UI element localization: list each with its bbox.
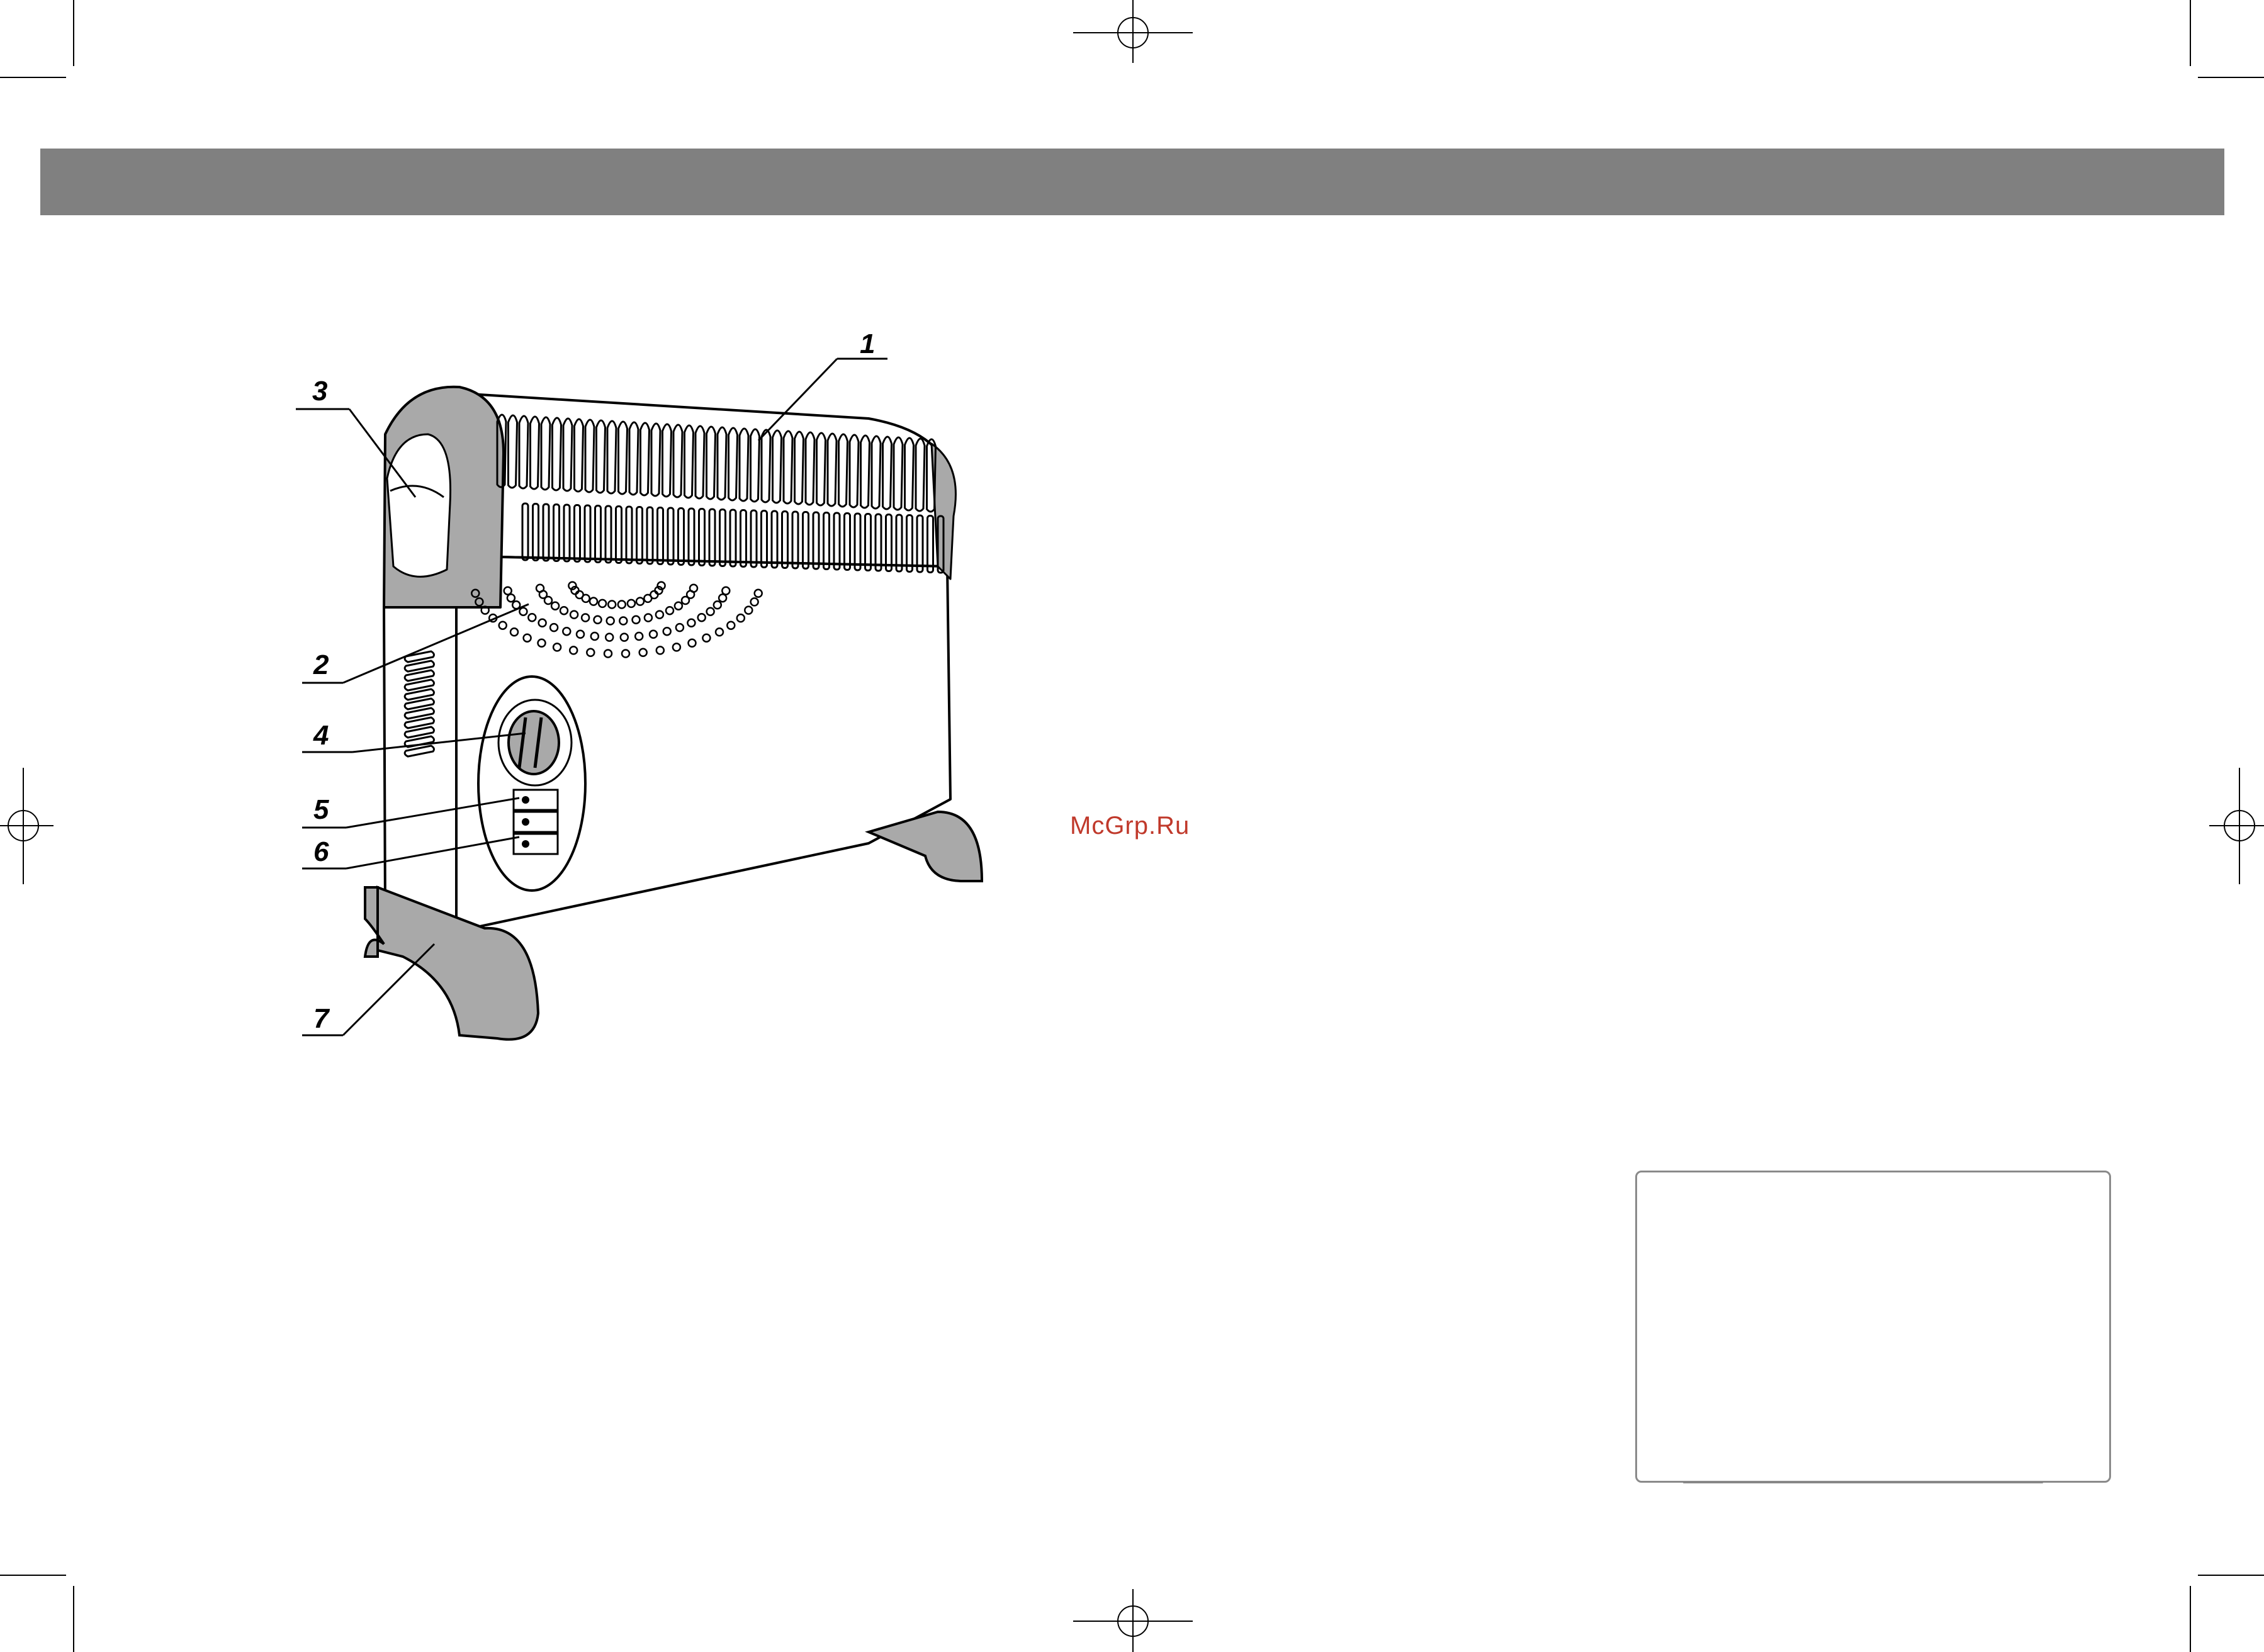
registration-mark-icon bbox=[1073, 0, 1193, 63]
callout-label-2: 2 bbox=[313, 651, 329, 679]
callout-label-7: 7 bbox=[313, 1005, 329, 1033]
registration-mark-icon bbox=[0, 768, 54, 884]
callout-label-6: 6 bbox=[313, 838, 329, 866]
watermark: McGrp.Ru bbox=[1070, 812, 1190, 840]
callout-label-1: 1 bbox=[860, 330, 875, 358]
registration-mark-icon bbox=[2209, 768, 2264, 884]
registration-mark-icon bbox=[1073, 1589, 1193, 1652]
callout-label-4: 4 bbox=[313, 722, 329, 750]
callout-label-3: 3 bbox=[312, 378, 327, 405]
control-panel bbox=[478, 677, 585, 891]
assembly-inset-frame bbox=[1635, 1171, 2111, 1483]
callout-label-5: 5 bbox=[313, 796, 329, 824]
